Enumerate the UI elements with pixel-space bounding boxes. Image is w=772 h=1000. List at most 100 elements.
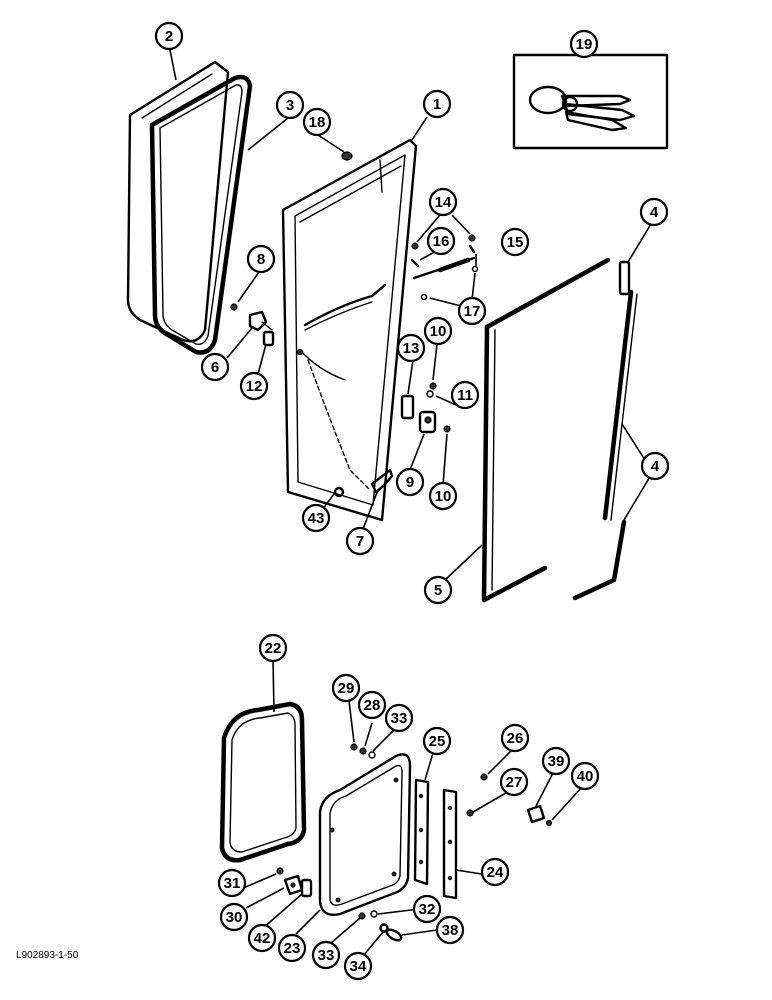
reference-code: L902893-1-50 bbox=[16, 950, 79, 961]
callout-43: 43 bbox=[301, 503, 331, 533]
part-6-latch bbox=[248, 310, 273, 332]
part-12-catch bbox=[262, 330, 275, 347]
callout-22: 22 bbox=[258, 633, 288, 663]
svg-text:16: 16 bbox=[433, 233, 450, 250]
svg-text:5: 5 bbox=[434, 582, 442, 599]
callout-16: 16 bbox=[426, 226, 456, 256]
callout-18: 18 bbox=[302, 107, 332, 137]
part-2-window-glass bbox=[126, 60, 230, 343]
svg-text:7: 7 bbox=[356, 533, 364, 550]
callout-27: 27 bbox=[499, 767, 529, 797]
callout-30: 30 bbox=[219, 902, 249, 932]
callout-23: 23 bbox=[277, 933, 307, 963]
svg-text:11: 11 bbox=[457, 387, 473, 404]
part-42-plate bbox=[300, 878, 313, 898]
callout-34: 34 bbox=[343, 951, 373, 981]
svg-text:18: 18 bbox=[309, 114, 326, 131]
callout-14: 14 bbox=[428, 187, 458, 217]
part-19-keys bbox=[512, 53, 669, 150]
svg-text:42: 42 bbox=[254, 930, 271, 947]
callout-4-bottom: 4 bbox=[640, 451, 670, 481]
svg-text:29: 29 bbox=[338, 680, 355, 697]
part-40-screw bbox=[545, 819, 553, 827]
callout-25: 25 bbox=[422, 726, 452, 756]
part-24-hinge bbox=[442, 788, 458, 900]
svg-text:8: 8 bbox=[257, 251, 265, 268]
part-11-washer bbox=[426, 390, 434, 398]
part-34-nut bbox=[379, 923, 389, 933]
svg-text:27: 27 bbox=[506, 774, 523, 791]
callout-42: 42 bbox=[247, 923, 277, 953]
svg-text:39: 39 bbox=[548, 753, 565, 770]
part-39-catch bbox=[526, 804, 546, 824]
part-30-latch bbox=[283, 874, 304, 896]
svg-text:19: 19 bbox=[576, 36, 593, 53]
svg-text:30: 30 bbox=[226, 909, 243, 926]
svg-text:33: 33 bbox=[318, 947, 335, 964]
callout-32: 32 bbox=[412, 894, 442, 924]
svg-text:4: 4 bbox=[651, 458, 660, 475]
callout-11: 11 bbox=[450, 380, 480, 410]
part-43-knob bbox=[333, 486, 345, 498]
callout-2: 2 bbox=[154, 21, 184, 51]
callout-28: 28 bbox=[357, 690, 387, 720]
svg-text:25: 25 bbox=[429, 733, 446, 750]
part-15-gas-strut bbox=[412, 256, 476, 280]
part-17-clips bbox=[420, 265, 479, 301]
leader-lines bbox=[169, 49, 652, 957]
callout-8: 8 bbox=[246, 244, 276, 274]
svg-text:26: 26 bbox=[507, 730, 524, 747]
callout-15: 15 bbox=[500, 227, 530, 257]
svg-text:13: 13 bbox=[403, 340, 420, 357]
part-29-28-33-fasteners bbox=[350, 743, 376, 759]
part-13-lock-plate bbox=[400, 394, 415, 420]
part-10-screws bbox=[429, 382, 451, 433]
svg-text:3: 3 bbox=[286, 97, 294, 114]
callout-17: 17 bbox=[457, 296, 487, 326]
part-23-panel bbox=[318, 753, 412, 916]
svg-text:28: 28 bbox=[364, 697, 381, 714]
svg-text:4: 4 bbox=[650, 204, 659, 221]
callout-39: 39 bbox=[541, 746, 571, 776]
part-32-washer bbox=[370, 910, 378, 918]
part-25-hinge bbox=[413, 778, 430, 886]
callout-24: 24 bbox=[480, 857, 510, 887]
callout-9: 9 bbox=[395, 467, 425, 497]
part-9-lock bbox=[418, 410, 437, 434]
svg-text:23: 23 bbox=[284, 940, 301, 957]
part-18-nut bbox=[341, 151, 353, 161]
svg-text:14: 14 bbox=[435, 194, 452, 211]
svg-text:40: 40 bbox=[577, 768, 594, 785]
callout-10-top: 10 bbox=[423, 316, 453, 346]
svg-text:2: 2 bbox=[165, 28, 173, 45]
callout-7: 7 bbox=[345, 526, 375, 556]
part-26-screw bbox=[480, 773, 488, 781]
callout-1: 1 bbox=[422, 89, 452, 119]
callout-5: 5 bbox=[423, 575, 453, 605]
callout-13: 13 bbox=[396, 333, 426, 363]
part-14-washers bbox=[411, 234, 476, 250]
part-7-handle bbox=[370, 468, 394, 494]
svg-text:17: 17 bbox=[464, 303, 481, 320]
part-16-ball-studs bbox=[410, 244, 476, 268]
callout-19: 19 bbox=[569, 29, 599, 59]
callout-38: 38 bbox=[435, 915, 465, 945]
part-3-window-seal bbox=[149, 74, 253, 355]
svg-text:1: 1 bbox=[433, 96, 441, 113]
callout-12: 12 bbox=[239, 371, 269, 401]
svg-text:15: 15 bbox=[507, 234, 524, 251]
part-27-screw bbox=[466, 809, 474, 817]
svg-text:31: 31 bbox=[224, 875, 241, 892]
callout-31: 31 bbox=[217, 868, 247, 898]
callout-4-top: 4 bbox=[639, 197, 669, 227]
svg-text:34: 34 bbox=[350, 958, 367, 975]
callout-40: 40 bbox=[570, 761, 600, 791]
svg-text:10: 10 bbox=[435, 488, 452, 505]
svg-text:6: 6 bbox=[211, 359, 219, 376]
part-38-bumper bbox=[385, 928, 403, 942]
svg-text:9: 9 bbox=[406, 474, 414, 491]
callout-6: 6 bbox=[200, 352, 230, 382]
callout-33-top: 33 bbox=[384, 703, 414, 733]
svg-text:12: 12 bbox=[246, 378, 263, 395]
